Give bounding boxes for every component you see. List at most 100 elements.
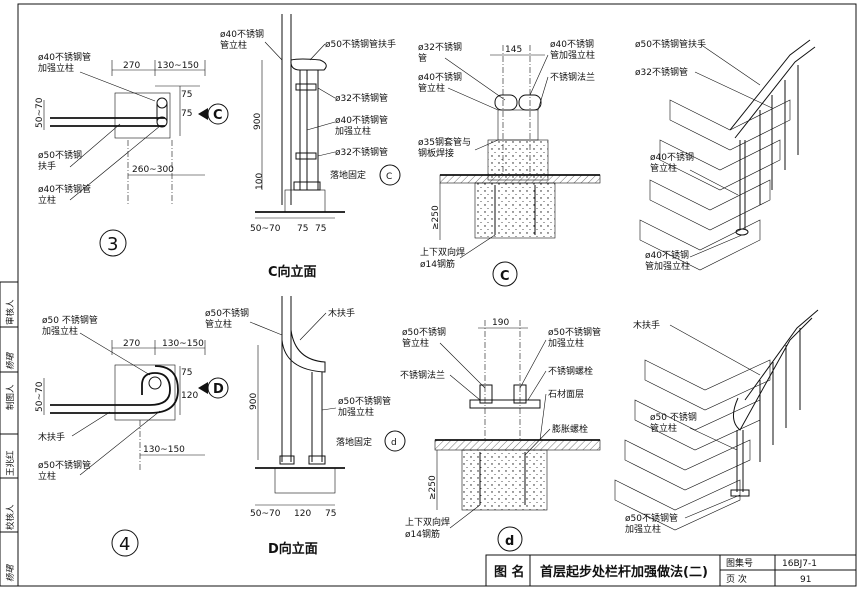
dd-label-weld: 上下双向焊 xyxy=(405,516,450,528)
vd-label-reinforce-1: ø50不锈钢管 xyxy=(338,395,391,407)
d4-label-reinforce-1: ø50 不锈钢管 xyxy=(42,314,98,326)
view-c-title: C向立面 xyxy=(268,264,317,280)
d3-marker-c: C xyxy=(213,108,223,123)
pc-label-handrail: ø50不锈钢管扶手 xyxy=(635,38,706,50)
d4-dim-270: 270 xyxy=(123,339,140,349)
detail-d-section: 190 ≥250 ø50不锈钢 管立柱 ø50不锈钢管 加强立柱 不锈钢法兰 不… xyxy=(400,318,601,552)
side-name-1: 杨珺 xyxy=(5,351,16,370)
vd-label-ground-fix: 落地固定 xyxy=(336,436,372,448)
d3-dim-50-70: 50~70 xyxy=(35,97,45,128)
dd-dim-250: ≥250 xyxy=(428,475,438,500)
side-label-reviewer: 校核人 xyxy=(5,504,16,530)
detail-3-number: 3 xyxy=(107,234,118,255)
vd-label-wood-handrail: 木扶手 xyxy=(328,307,355,319)
pc-label-post-1: ø40不锈钢 xyxy=(650,151,694,163)
view-d-title: D向立面 xyxy=(268,541,318,557)
vd-label-reinforce-2: 加强立柱 xyxy=(338,406,374,418)
dd-label-bolt: 不锈钢螺栓 xyxy=(548,365,593,377)
pc-label-32pipe: ø32不锈钢管 xyxy=(635,66,688,78)
pd-label-post-1: ø50 不锈钢 xyxy=(650,411,697,423)
d4-dim-130-150b: 130~150 xyxy=(143,445,185,455)
d4-label-post-1: ø50不锈钢管 xyxy=(38,459,91,471)
detail-3-plan: 270 130~150 75 75 C 50~70 260~300 ø40不锈钢… xyxy=(35,51,229,257)
page-number: 91 xyxy=(800,575,811,585)
vc-label-reinforce-2: 加强立柱 xyxy=(335,125,371,137)
vc-dim-900: 900 xyxy=(253,113,263,130)
d3-label-reinforce-post-1: ø40不锈钢管 xyxy=(38,51,91,63)
d3-label-handrail-2: 扶手 xyxy=(38,160,56,172)
perspective-c: ø50不锈钢管扶手 ø32不锈钢管 ø40不锈钢 管立柱 ø40不锈钢 管加强立… xyxy=(635,38,816,272)
vc-dim-50-70: 50~70 xyxy=(250,224,281,234)
detail-4-number: 4 xyxy=(119,534,130,555)
d4-dim-75: 75 xyxy=(181,368,192,378)
dd-label-reinforce-2: 加强立柱 xyxy=(548,337,584,349)
perspective-d: 木扶手 ø50 不锈钢 管立柱 ø50不锈钢管 加强立柱 xyxy=(614,309,819,535)
dc-label-rebar: ø14钢筋 xyxy=(420,258,455,270)
dc-dim-250: ≥250 xyxy=(431,205,441,230)
atlas-number: 16BJ7-1 xyxy=(782,559,817,569)
detail-4-plan: 270 130~150 75 120 D 50~70 130~150 ø50 不… xyxy=(35,314,229,557)
d4-dim-120: 120 xyxy=(181,391,198,401)
dc-label-weld: 上下双向焊 xyxy=(420,246,465,258)
vc-dim-100: 100 xyxy=(255,173,265,190)
side-label-drafter: 制图人 xyxy=(5,384,16,410)
detail-c-marker: C xyxy=(500,269,510,284)
dc-dim-145: 145 xyxy=(505,45,522,55)
d4-marker-d: D xyxy=(213,382,224,397)
vc-label-32pipe-2: ø32不锈钢管 xyxy=(335,146,388,158)
view-c-elevation: 900 100 50~70 75 75 ø40不锈钢 管立柱 ø50不锈钢管扶手… xyxy=(220,14,401,280)
side-strip: 审核人 杨珺 制图人 王兆红 校核人 杨珺 xyxy=(0,281,19,587)
pc-label-reinforce-2: 管加强立柱 xyxy=(645,260,690,272)
d4-dim-50-70: 50~70 xyxy=(35,381,45,412)
view-d-elevation: 900 50~70 120 75 ø50不锈钢 管立柱 木扶手 ø50不锈钢管 … xyxy=(205,296,406,557)
d3-label-post-1: ø40不锈钢管 xyxy=(38,183,91,195)
d4-dim-130-150: 130~150 xyxy=(162,339,204,349)
dd-label-post-2: 管立柱 xyxy=(402,337,429,349)
pd-label-wood-handrail: 木扶手 xyxy=(633,319,660,331)
atlas-label: 图集号 xyxy=(726,557,753,569)
d3-dim-75b: 75 xyxy=(181,109,192,119)
vc-label-ground-fix: 落地固定 xyxy=(330,169,366,181)
pc-label-reinforce-1: ø40不锈钢 xyxy=(645,249,689,261)
d3-label-post-2: 立柱 xyxy=(38,194,56,206)
vd-dim-900: 900 xyxy=(249,393,259,410)
dc-label-32-2: 管 xyxy=(418,52,427,64)
dd-label-reinforce-1: ø50不锈钢管 xyxy=(548,326,601,338)
dc-label-flange: 不锈钢法兰 xyxy=(550,71,595,83)
pc-label-post-2: 管立柱 xyxy=(650,162,677,174)
d3-label-reinforce-post-2: 加强立柱 xyxy=(38,62,74,74)
vd-label-post-1: ø50不锈钢 xyxy=(205,307,249,319)
vc-label-handrail: ø50不锈钢管扶手 xyxy=(325,38,396,50)
side-name-3: 杨珺 xyxy=(5,563,16,582)
dc-label-post-1: ø40不锈钢 xyxy=(418,71,462,83)
dd-dim-190: 190 xyxy=(492,318,509,328)
page-label: 页 次 xyxy=(726,573,747,585)
vc-label-post-2: 管立柱 xyxy=(220,39,247,51)
vd-marker-d: d xyxy=(391,438,397,448)
d3-dim-75a: 75 xyxy=(181,90,192,100)
pd-label-post-2: 管立柱 xyxy=(650,422,677,434)
dc-label-sleeve-1: ø35钢套管与 xyxy=(418,136,471,148)
d4-label-wood-handrail: 木扶手 xyxy=(38,431,65,443)
d4-label-reinforce-2: 加强立柱 xyxy=(42,325,78,337)
pd-label-reinforce-1: ø50不锈钢管 xyxy=(625,512,678,524)
detail-c-section: 145 ≥250 ø32不锈钢 管 ø40不锈钢 管立柱 ø40不锈钢 管加强立… xyxy=(418,38,601,287)
vc-dim-75a: 75 xyxy=(297,224,308,234)
detail-d-marker: d xyxy=(505,534,514,549)
dd-label-flange: 不锈钢法兰 xyxy=(400,369,445,381)
dd-label-stone-face: 石材面层 xyxy=(548,388,584,400)
dc-label-reinforce-2: 管加强立柱 xyxy=(550,49,595,61)
d3-dim-260-300: 260~300 xyxy=(132,165,174,175)
title-block: 图 名 首层起步处栏杆加强做法(二) 图集号 16BJ7-1 页 次 91 xyxy=(485,554,857,587)
vd-dim-50-70: 50~70 xyxy=(250,509,281,519)
vc-dim-75b: 75 xyxy=(315,224,326,234)
side-label-checker: 审核人 xyxy=(5,299,16,325)
pd-label-reinforce-2: 加强立柱 xyxy=(625,523,661,535)
title-label: 图 名 xyxy=(494,564,525,580)
dd-label-expansion-bolt: 膨胀螺栓 xyxy=(552,423,588,435)
side-name-2: 王兆红 xyxy=(5,450,16,476)
d4-label-post-2: 立柱 xyxy=(38,470,56,482)
dc-label-reinforce-1: ø40不锈钢 xyxy=(550,38,594,50)
dd-label-post-1: ø50不锈钢 xyxy=(402,326,446,338)
